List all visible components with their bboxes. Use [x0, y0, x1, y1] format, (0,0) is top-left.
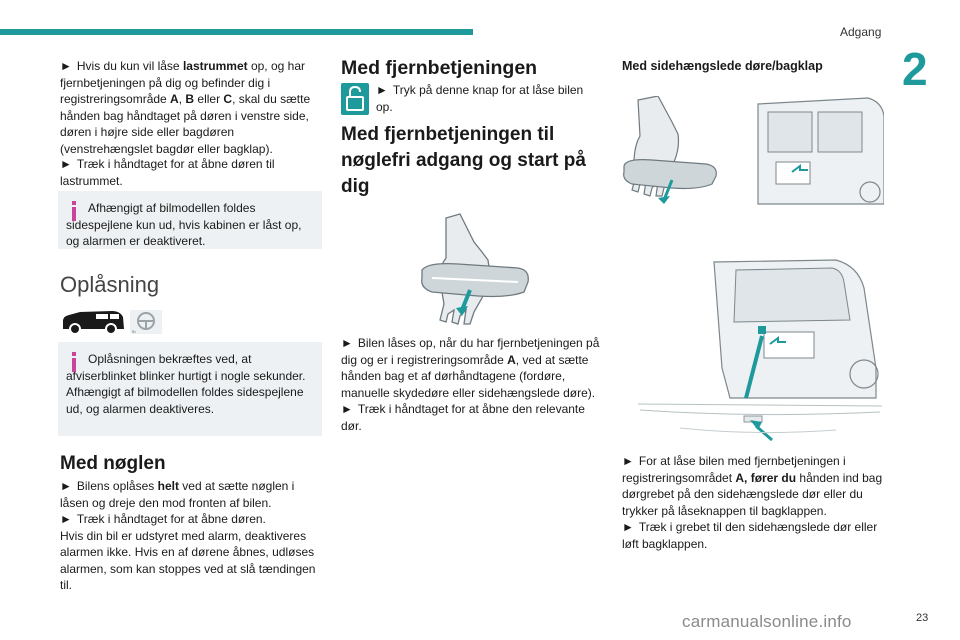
heading-side-hinged: Med sidehængslede døre/bagklap	[622, 59, 823, 73]
bullet-arrow: ►	[622, 520, 634, 534]
info-note-unlock: Oplåsningen bekræftes ved, at afviserbli…	[58, 342, 322, 436]
bullet-arrow: ►	[376, 83, 388, 97]
bullet-arrow: ►	[60, 479, 72, 493]
bullet-arrow: ►	[341, 402, 353, 416]
lock-open-icon	[346, 85, 364, 111]
heading-keyless: Med fjernbetjeningen til nøglefri adgang…	[341, 124, 586, 197]
page-number: 23	[916, 612, 929, 624]
hand-handle-illustration	[421, 213, 529, 325]
bullet-arrow: ►	[60, 157, 72, 171]
section-title: Adgang	[840, 25, 882, 39]
key-paragraph: ►Bilens oplåses helt ved at sætte nøglen…	[60, 479, 316, 592]
heading-remote: Med fjernbetjeningen	[341, 57, 538, 79]
side-hinged-doors-illustration	[623, 96, 884, 205]
bullet-arrow: ►	[341, 336, 353, 350]
bullet-arrow: ►	[60, 512, 72, 526]
info-note-mirrors: Afhængigt af bilmodellen foldes sidespej…	[58, 191, 322, 249]
keyless-paragraph: ►Bilen låses op, når du har fjernbetjeni…	[341, 336, 600, 433]
chapter-number: 2	[902, 43, 928, 95]
tailgate-paragraph: ►For at låse bilen med fjernbetjeningen …	[622, 454, 883, 551]
open-cargo-paragraph: ►Træk i håndtaget for at åbne døren til …	[60, 157, 275, 188]
van-icon	[63, 311, 124, 335]
watermark: carmanualsonline.info	[682, 612, 852, 631]
heading-with-key: Med nøglen	[60, 453, 166, 474]
header-accent-bar	[0, 29, 473, 35]
tailgate-illustration	[637, 259, 883, 442]
bullet-arrow: ►	[60, 59, 72, 73]
remote-paragraph: ►Tryk på denne knap for at låse bilen op…	[376, 83, 584, 114]
heading-unlocking: Oplåsning	[60, 272, 160, 297]
info-icon	[72, 201, 76, 221]
bullet-arrow: ►	[622, 454, 634, 468]
steering-wheel-icon	[130, 310, 162, 334]
info-icon	[72, 352, 76, 372]
lock-cargo-paragraph: ►Hvis du kun vil låse lastrummet op, og …	[60, 59, 311, 156]
lock-open-button-icon	[341, 83, 369, 115]
